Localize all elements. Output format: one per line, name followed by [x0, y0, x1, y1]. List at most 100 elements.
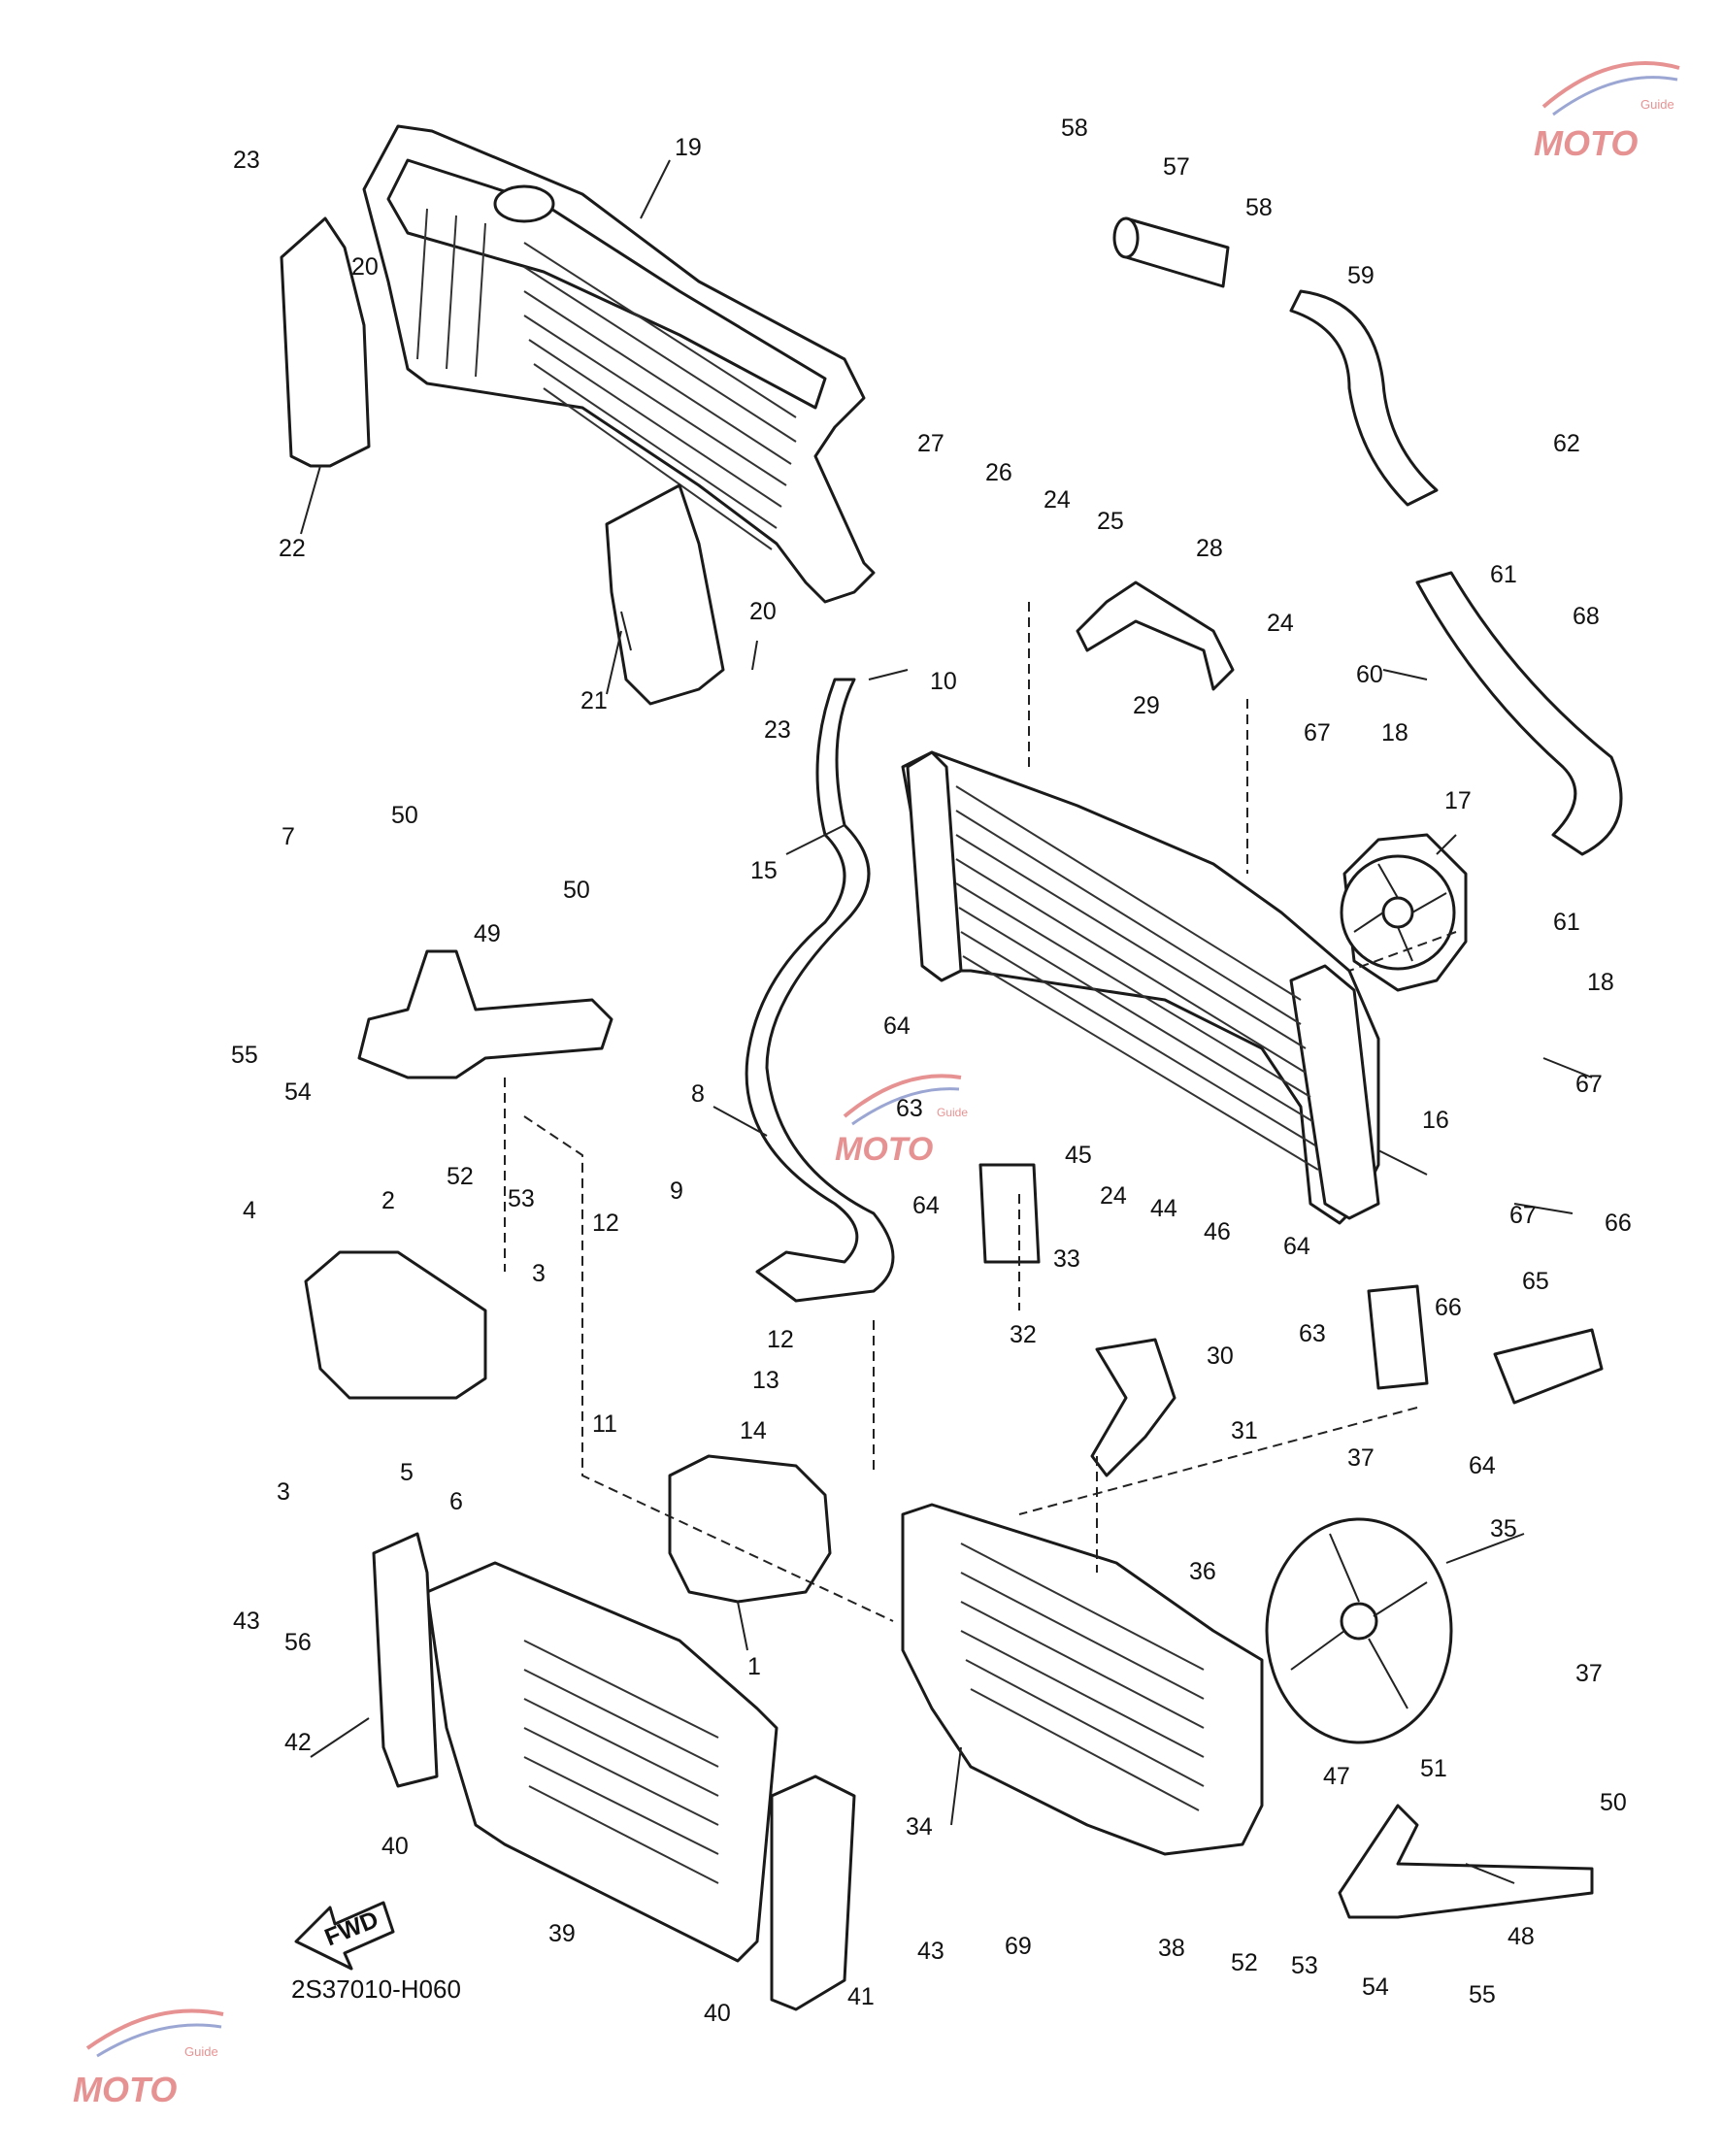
callout-label: 19	[675, 134, 702, 161]
callout-label: 33	[1053, 1245, 1080, 1273]
callout-label: 28	[1196, 535, 1223, 562]
callout-label: 4	[243, 1197, 256, 1224]
callout-label: 63	[1299, 1320, 1326, 1347]
callout-label: 42	[284, 1729, 312, 1756]
callout-label: 46	[1204, 1218, 1231, 1245]
callout-label: 45	[1065, 1142, 1092, 1169]
callout-label: 24	[1100, 1182, 1127, 1210]
watermark-sub: Guide	[937, 1106, 968, 1119]
callout-label: 23	[764, 716, 791, 744]
callout-label: 44	[1150, 1195, 1177, 1222]
leader-lines	[300, 159, 1593, 1884]
callout-label: 18	[1381, 719, 1408, 746]
side-cover-42	[372, 1532, 439, 1788]
callout-label: 65	[1522, 1268, 1549, 1295]
callout-label: 14	[740, 1417, 767, 1444]
callout-label: 3	[532, 1260, 546, 1287]
callout-label: 36	[1189, 1558, 1216, 1585]
side-cover-41	[770, 1775, 856, 2011]
watermark-brand: MOTO	[835, 1131, 933, 1168]
hoses	[745, 216, 1623, 1405]
callout-label: 37	[1347, 1444, 1375, 1472]
fan-17	[1340, 833, 1468, 992]
fwd-arrow: FWD	[294, 1901, 395, 1971]
callout-label: 52	[447, 1163, 474, 1190]
callout-label: 47	[1323, 1763, 1350, 1790]
callout-label: 37	[1575, 1660, 1603, 1687]
hose-65	[1493, 1328, 1604, 1405]
callout-label: 69	[1005, 1933, 1032, 1960]
callout-label: 54	[1362, 1974, 1389, 2001]
callout-label: 50	[391, 802, 418, 829]
main-radiator	[901, 750, 1380, 1225]
callout-label: 21	[580, 687, 608, 714]
callout-label: 66	[1605, 1210, 1632, 1237]
callout-label: 41	[847, 1983, 875, 2010]
callout-label: 9	[670, 1178, 683, 1205]
callout-label: 64	[1469, 1452, 1496, 1479]
hose-8	[745, 678, 895, 1303]
assembly-lines	[504, 602, 1457, 1622]
fan-35	[1265, 1517, 1453, 1744]
watermark-brand: MOTO	[73, 2070, 177, 2109]
callout-label: 13	[752, 1367, 779, 1394]
callout-label: 22	[279, 535, 306, 562]
callout-label: 35	[1490, 1515, 1517, 1542]
callout-label: 10	[930, 668, 957, 695]
callout-label: 27	[917, 430, 944, 457]
lower-radiator	[901, 1503, 1264, 1856]
diagram-code: 2S37010-H060	[291, 1974, 461, 2004]
callout-label: 50	[563, 877, 590, 904]
callout-label: 12	[767, 1326, 794, 1353]
callout-label: 67	[1304, 719, 1331, 746]
callout-label: 66	[1435, 1294, 1462, 1321]
callout-label: 29	[1133, 692, 1160, 719]
upper-radiator-cover	[362, 124, 876, 604]
callout-label: 31	[1231, 1417, 1258, 1444]
callout-label: 58	[1245, 194, 1273, 221]
callout-label: 49	[474, 920, 501, 947]
callout-label: 16	[1422, 1107, 1449, 1134]
callout-label: 56	[284, 1629, 312, 1656]
callout-label: 55	[231, 1042, 258, 1069]
callout-label: 67	[1575, 1071, 1603, 1098]
callout-label: 11	[592, 1410, 617, 1438]
tank-1	[668, 1454, 832, 1604]
callout-label: 58	[1061, 115, 1088, 142]
callout-label: 15	[750, 857, 778, 884]
callout-label: 59	[1347, 262, 1375, 289]
reservoir-2	[304, 1250, 487, 1400]
bracket-30	[1090, 1338, 1176, 1477]
callout-label: 61	[1553, 909, 1580, 936]
callout-label: 48	[1508, 1923, 1535, 1950]
callout-label: 51	[1420, 1755, 1447, 1782]
callout-label: 52	[1231, 1949, 1258, 1976]
callout-label: 53	[1291, 1952, 1318, 1979]
callout-label: 61	[1490, 561, 1517, 588]
callout-label: 38	[1158, 1935, 1185, 1962]
callout-label: 50	[1600, 1789, 1627, 1816]
callout-label: 17	[1444, 787, 1472, 814]
bracket-28	[1076, 580, 1235, 691]
callout-label: 43	[917, 1938, 944, 1965]
hose-60	[1415, 571, 1623, 856]
front-cover-21	[605, 483, 725, 706]
watermark-logo: MOTO Guide	[1534, 61, 1680, 163]
callout-label: 1	[747, 1653, 761, 1680]
callout-label: 12	[592, 1210, 619, 1237]
callout-label: 57	[1163, 153, 1190, 181]
bracket-48	[1338, 1804, 1594, 1919]
callout-label: 43	[233, 1608, 260, 1635]
callout-label: 60	[1356, 661, 1383, 688]
callout-label: 30	[1207, 1343, 1234, 1370]
callout-label: 23	[233, 147, 260, 174]
callout-label: 8	[691, 1080, 705, 1108]
watermark-sub: Guide	[184, 2044, 218, 2059]
callout-label: 40	[381, 1833, 409, 1860]
callout-label: 24	[1267, 610, 1294, 637]
callout-label: 34	[906, 1813, 933, 1841]
callout-label: 26	[985, 459, 1012, 486]
callout-label: 24	[1044, 486, 1071, 514]
callout-label: 54	[284, 1078, 312, 1106]
watermark-sub: Guide	[1640, 97, 1674, 112]
